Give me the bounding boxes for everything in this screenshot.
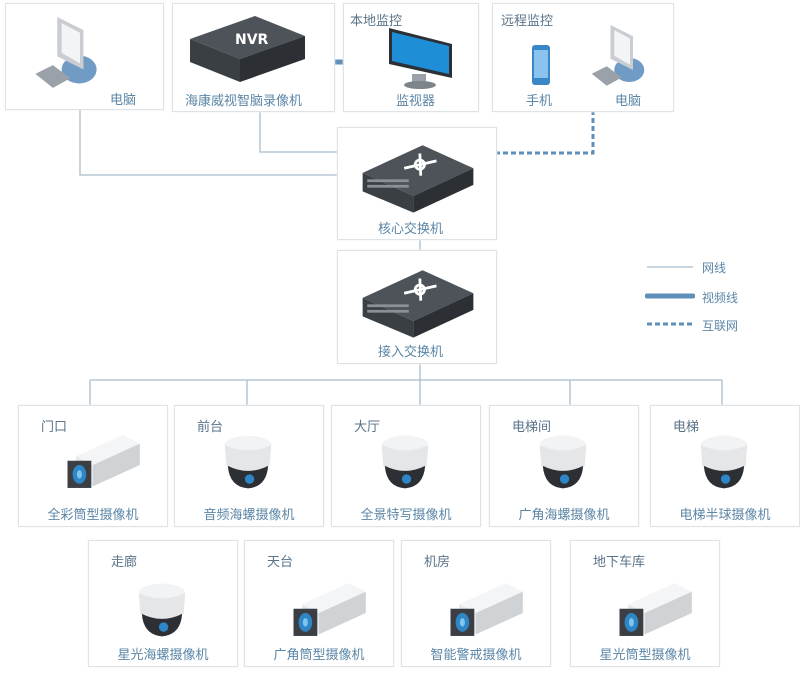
camera-location: 门口 — [41, 420, 68, 435]
legend-internet: 互联网 — [702, 319, 739, 333]
local-monitoring-title: 本地监控 — [350, 14, 403, 29]
camera-box: 电梯 电梯半球摄像机 — [650, 405, 800, 527]
local-monitoring-box: 本地监控 监视器 — [343, 3, 479, 112]
legend-video: 视频线 — [702, 291, 739, 305]
switch-icon — [358, 140, 478, 215]
camera-box: 机房 智能警戒摄像机 — [401, 540, 551, 667]
nvr-label: 海康威视智脑录像机 — [185, 94, 303, 109]
phone-icon — [532, 45, 550, 85]
remote-monitoring-title: 远程监控 — [501, 14, 554, 29]
camera-box: 走廊 星光海螺摄像机 — [88, 540, 238, 667]
nvr-to-core-line — [259, 110, 337, 153]
monitor-label: 监视器 — [396, 94, 436, 109]
remote-monitoring-box: 远程监控 手机 电脑 — [492, 3, 674, 112]
dome-camera-icon — [374, 431, 436, 493]
bullet-camera-icon — [59, 431, 144, 499]
dome-camera-icon — [693, 431, 755, 493]
camera-box: 电梯间 广角海螺摄像机 — [489, 405, 639, 527]
camera-label: 广角筒型摄像机 — [273, 648, 365, 663]
camera-label: 音频海螺摄像机 — [203, 508, 295, 523]
dome-camera-icon — [131, 579, 193, 641]
camera-label: 星光筒型摄像机 — [599, 648, 691, 663]
nvr-icon: NVR — [190, 16, 305, 82]
pc-box: 电脑 — [5, 3, 164, 110]
camera-box: 大厅 全景特写摄像机 — [331, 405, 481, 527]
internet-line — [496, 110, 595, 155]
core-switch-label: 核心交换机 — [378, 222, 444, 237]
switch-icon — [358, 265, 478, 340]
computer-icon — [31, 12, 101, 92]
camera-location: 电梯 — [673, 420, 700, 435]
camera-location: 机房 — [424, 555, 451, 570]
camera-label: 广角海螺摄像机 — [518, 508, 610, 523]
camera-box: 地下车库 星光筒型摄像机 — [570, 540, 720, 667]
remote-pc-label: 电脑 — [615, 94, 642, 109]
camera-location: 大厅 — [354, 420, 381, 435]
camera-label: 电梯半球摄像机 — [679, 508, 771, 523]
monitor-icon — [389, 28, 452, 89]
camera-label: 星光海螺摄像机 — [117, 648, 209, 663]
camera-box: 天台 广角筒型摄像机 — [244, 540, 394, 667]
computer-icon — [588, 20, 648, 90]
camera-label: 智能警戒摄像机 — [430, 648, 522, 663]
camera-location: 走廊 — [111, 555, 138, 570]
dome-camera-icon — [217, 431, 279, 493]
camera-label: 全彩筒型摄像机 — [47, 508, 139, 523]
camera-location: 前台 — [197, 420, 224, 435]
phone-label: 手机 — [526, 94, 553, 109]
camera-location: 天台 — [267, 555, 294, 570]
legend-cable: 网线 — [702, 261, 727, 275]
nvr-box: NVR 海康威视智脑录像机 — [172, 3, 335, 112]
bullet-camera-icon — [285, 579, 370, 647]
camera-box: 前台 音频海螺摄像机 — [174, 405, 324, 527]
camera-location: 电梯间 — [512, 420, 552, 435]
pc-label: 电脑 — [110, 93, 137, 108]
dome-camera-icon — [532, 431, 594, 493]
bullet-camera-icon — [611, 579, 696, 647]
access-switch-label: 接入交换机 — [378, 345, 444, 360]
access-switch-box: 接入交换机 — [337, 250, 497, 364]
bullet-camera-icon — [442, 579, 527, 647]
camera-box: 门口 全彩筒型摄像机 — [18, 405, 168, 527]
core-switch-box: 核心交换机 — [337, 127, 497, 240]
camera-drop-lines — [89, 380, 723, 405]
legend-swatches — [645, 266, 695, 326]
pc-to-core-line — [79, 108, 337, 176]
camera-label: 全景特写摄像机 — [360, 508, 452, 523]
svg-text:NVR: NVR — [235, 32, 269, 48]
camera-location: 地下车库 — [593, 555, 646, 570]
